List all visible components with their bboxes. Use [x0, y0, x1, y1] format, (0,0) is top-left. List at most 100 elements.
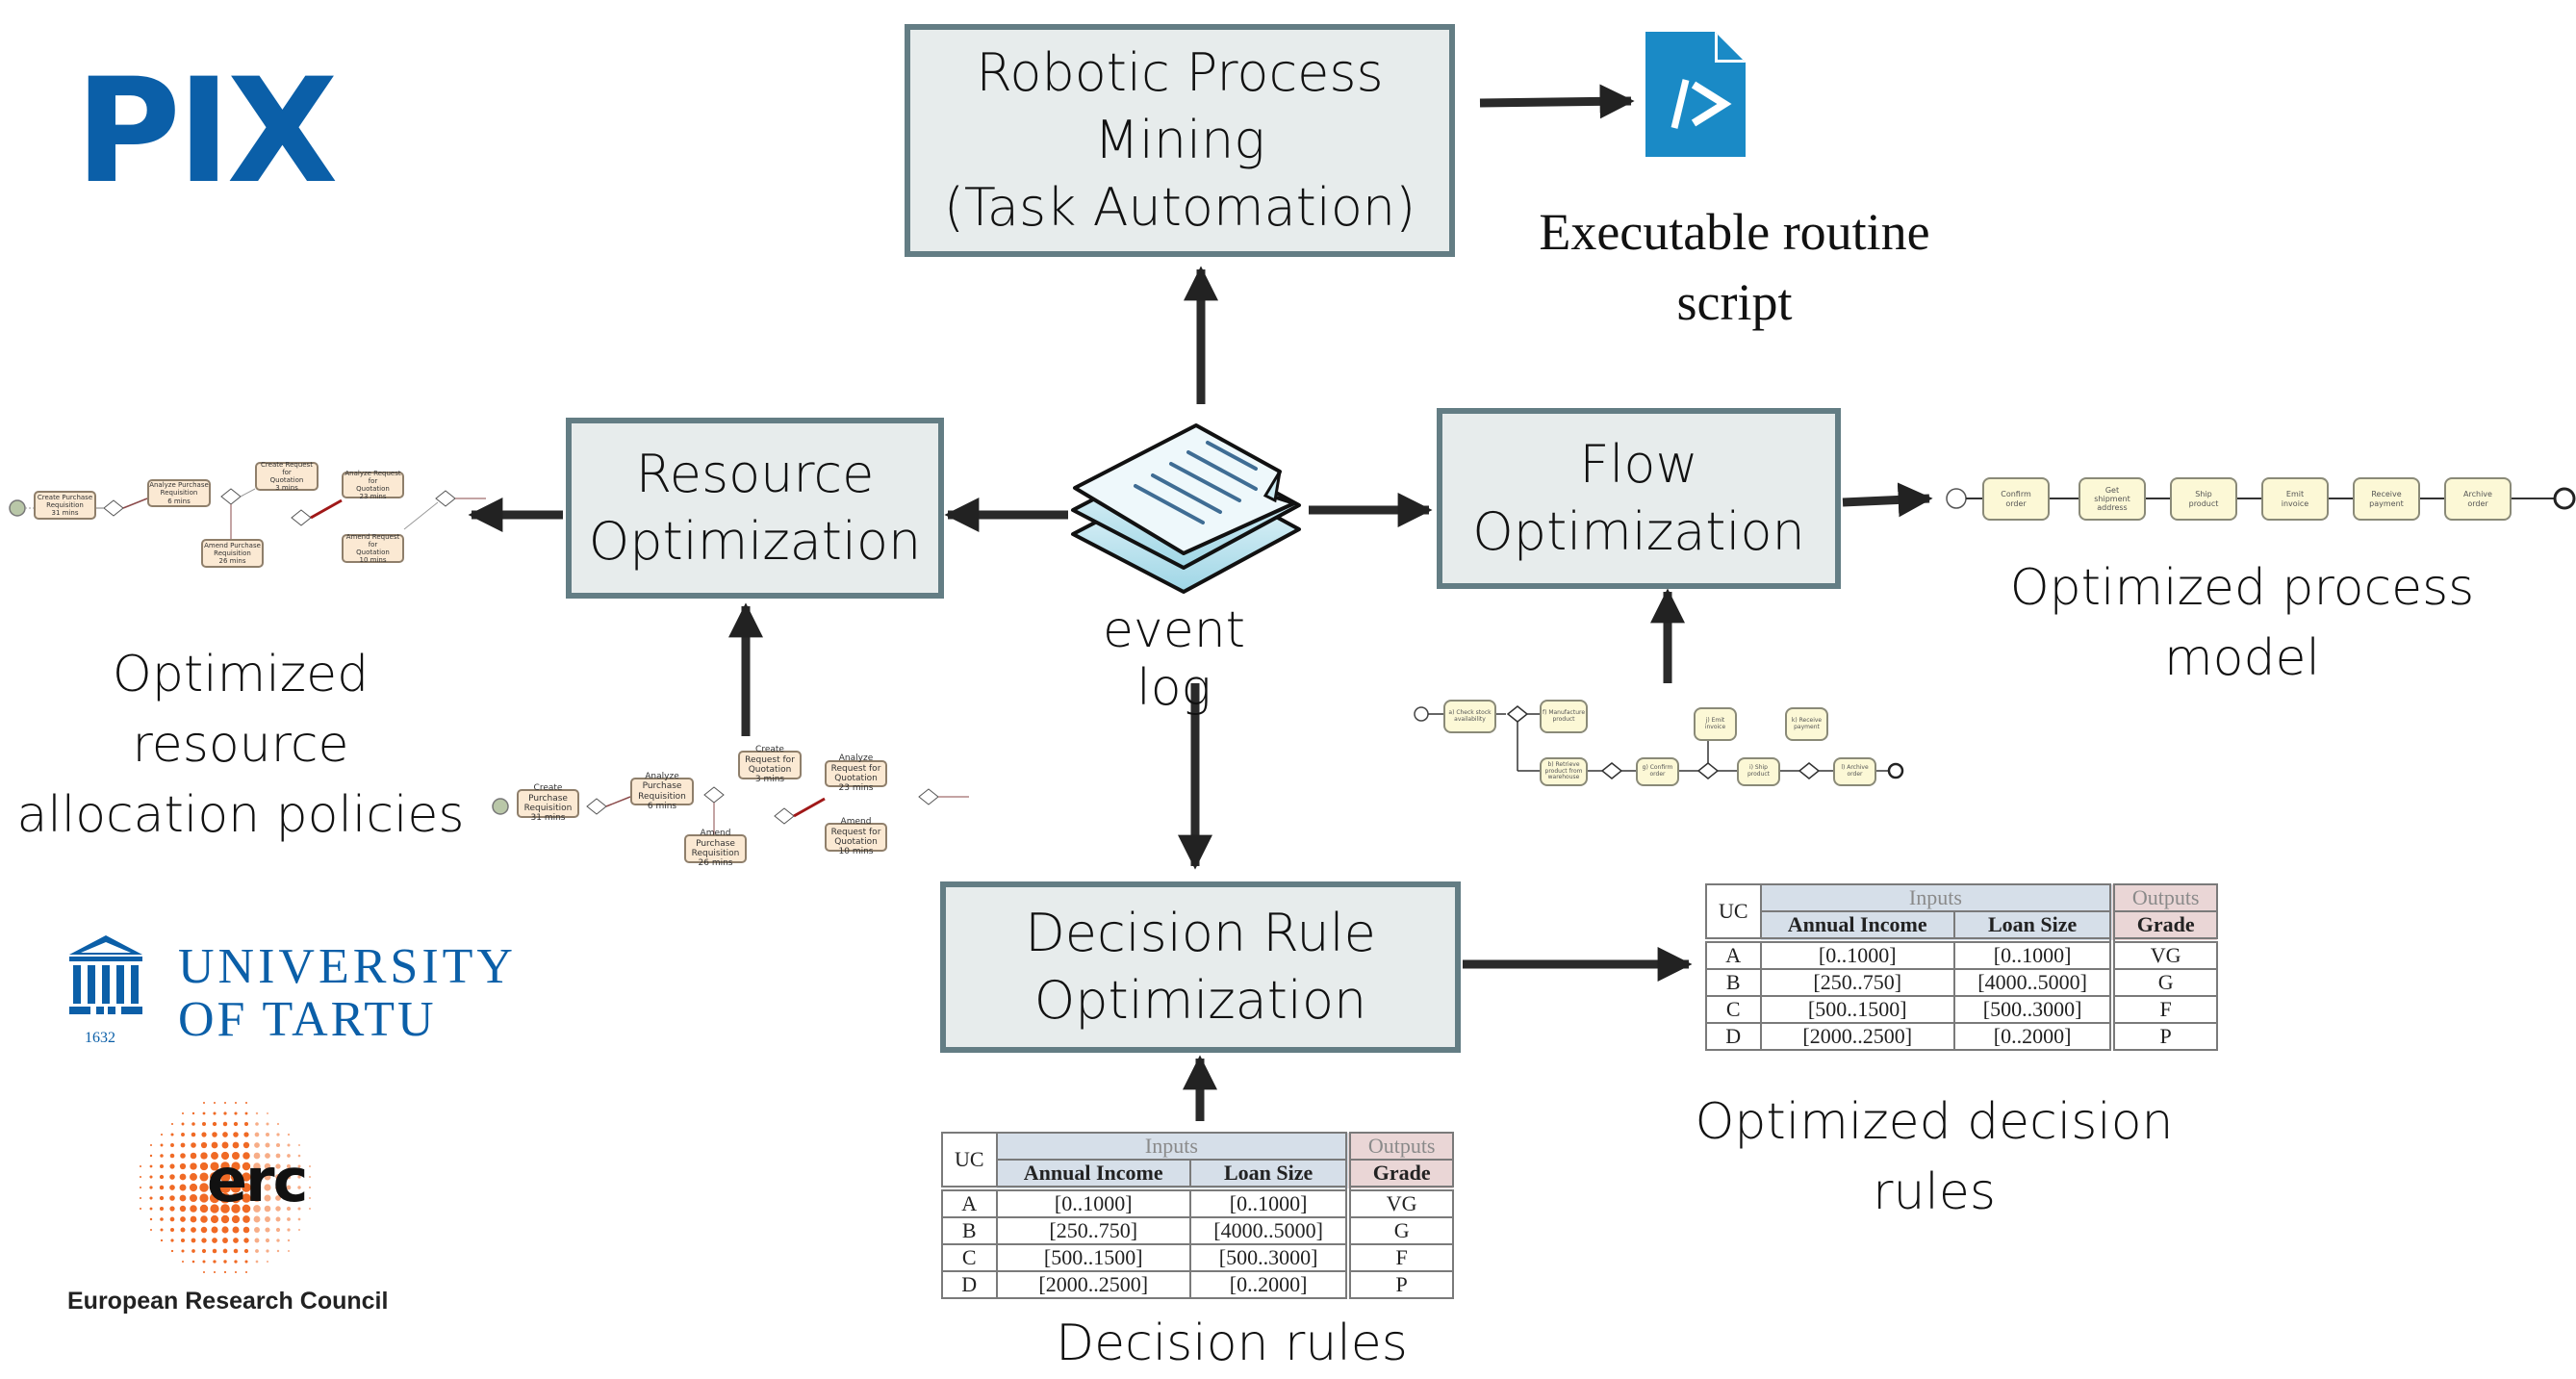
- erc-dot: [212, 1132, 217, 1137]
- col-loan-size: Loan Size: [1188, 1159, 1350, 1189]
- erc-dot: [191, 1249, 195, 1253]
- erc-dot: [160, 1217, 164, 1221]
- erc-dot: [297, 1175, 301, 1179]
- erc-dot: [264, 1205, 271, 1213]
- erc-dot: [200, 1215, 208, 1223]
- flow-optimization-box[interactable]: Flow Optimization: [1437, 408, 1841, 589]
- row-loan: [0..2000]: [1188, 1270, 1350, 1299]
- flow-task: g) Confirm order: [1636, 757, 1679, 786]
- erc-dot: [199, 1204, 209, 1213]
- erc-dot: [308, 1186, 312, 1189]
- erc-dot: [202, 1111, 206, 1115]
- erc-dot: [265, 1238, 270, 1243]
- resource-optimization-box[interactable]: Resource Optimization: [566, 418, 944, 599]
- erc-dot: [179, 1194, 187, 1202]
- erc-dot: [308, 1175, 312, 1179]
- erc-dot: [253, 1215, 261, 1223]
- erc-dot: [210, 1214, 219, 1224]
- input-resource-model: Create Purchase Requisition 31 mins Anal…: [491, 741, 982, 868]
- erc-dot: [159, 1195, 165, 1201]
- erc-dot: [230, 1182, 242, 1193]
- robotic-process-mining-label: Robotic Process Mining (Task Automation): [943, 41, 1416, 239]
- erc-dot: [209, 1171, 220, 1183]
- erc-dot: [297, 1196, 301, 1200]
- erc-dot: [244, 1260, 248, 1264]
- erc-dot: [189, 1183, 198, 1192]
- row-income: [500..1500]: [995, 1243, 1191, 1272]
- erc-dot: [275, 1153, 281, 1159]
- erc-dot: [286, 1163, 292, 1169]
- flow-task: b) Retrieve product from warehouse: [1540, 757, 1588, 786]
- erc-dot: [181, 1122, 185, 1126]
- erc-dot: [253, 1162, 261, 1170]
- flow-optimization-label: Flow Optimization: [1472, 433, 1805, 562]
- erc-dot: [169, 1185, 175, 1190]
- erc-dot: [211, 1141, 218, 1149]
- erc-dot: [140, 1208, 141, 1210]
- erc-dot: [213, 1270, 217, 1274]
- erc-dot: [275, 1142, 281, 1148]
- erc-dot: [243, 1121, 249, 1127]
- erc-dot: [255, 1249, 259, 1253]
- erc-dot: [245, 1102, 247, 1104]
- erc-dot: [286, 1174, 292, 1180]
- outputs-group: Outputs: [2109, 883, 2218, 912]
- erc-dot: [287, 1239, 291, 1242]
- resource-optimization-label: Resource Optimization: [588, 443, 922, 572]
- document-stack-icon: [1071, 423, 1301, 594]
- erc-dot: [191, 1260, 195, 1264]
- erc-dot: [264, 1162, 271, 1170]
- erc-dot: [287, 1143, 291, 1147]
- erc-dot: [231, 1204, 241, 1213]
- erc-dot: [179, 1162, 187, 1170]
- erc-dot: [230, 1192, 242, 1204]
- col-loan-size: Loan Size: [1952, 910, 2114, 941]
- erc-dot: [159, 1206, 165, 1212]
- erc-dot: [255, 1260, 259, 1264]
- input-resource-model-edges: [492, 786, 969, 834]
- erc-dot: [242, 1152, 250, 1160]
- resource-task: Analyze Purchase Requisition 6 mins: [630, 772, 694, 811]
- row-income: [250..750]: [1759, 968, 1955, 997]
- row-income: [2000..2500]: [1759, 1022, 1955, 1051]
- decision-rule-optimization-box[interactable]: Decision Rule Optimization: [940, 881, 1461, 1053]
- erc-dot: [235, 1102, 237, 1104]
- row-uc: A: [941, 1186, 998, 1218]
- erc-dot: [160, 1133, 164, 1136]
- resource-task: Analyze Request for Quotation 23 mins: [825, 753, 887, 793]
- erc-dot: [242, 1141, 250, 1149]
- erc-dot: [199, 1172, 209, 1182]
- erc-dot: [297, 1186, 301, 1189]
- erc-dot: [180, 1153, 186, 1159]
- row-grade: G: [1345, 1216, 1454, 1245]
- erc-dot: [210, 1162, 219, 1171]
- erc-dot: [275, 1227, 281, 1233]
- erc-dot: [221, 1141, 229, 1149]
- erc-dot: [309, 1208, 311, 1210]
- erc-dot: [149, 1164, 153, 1168]
- erc-dot: [286, 1185, 292, 1190]
- row-uc: C: [1705, 995, 1762, 1024]
- erc-dot: [252, 1183, 262, 1192]
- erc-dot: [220, 1162, 230, 1171]
- event-log[interactable]: event log: [1063, 419, 1304, 717]
- erc-dot: [230, 1171, 242, 1183]
- erc-dot: [203, 1102, 205, 1104]
- erc-dot: [214, 1102, 216, 1104]
- erc-dot: [264, 1173, 271, 1181]
- decision-rule-optimization-label: Decision Rule Optimization: [1025, 902, 1376, 1031]
- erc-dot: [254, 1132, 260, 1137]
- row-income: [0..1000]: [995, 1186, 1191, 1218]
- row-uc: C: [941, 1243, 998, 1272]
- erc-dot: [275, 1206, 281, 1212]
- table-row: C[500..1500][500..3000]F: [1705, 995, 2218, 1024]
- erc-dot: [213, 1111, 217, 1115]
- optimized-resource-policies-label: Optimized resource allocation policies: [16, 646, 465, 844]
- flow-task: i) Ship product: [1737, 757, 1780, 786]
- erc-dot: [245, 1271, 247, 1273]
- robotic-process-mining-box[interactable]: Robotic Process Mining (Task Automation): [905, 24, 1455, 257]
- erc-dot: [265, 1227, 270, 1233]
- erc-dot: [149, 1217, 153, 1221]
- flow-task: f) Manufacture product: [1540, 700, 1588, 733]
- input-decision-table: UC Inputs Outputs Annual Income Loan Siz…: [941, 1132, 1454, 1299]
